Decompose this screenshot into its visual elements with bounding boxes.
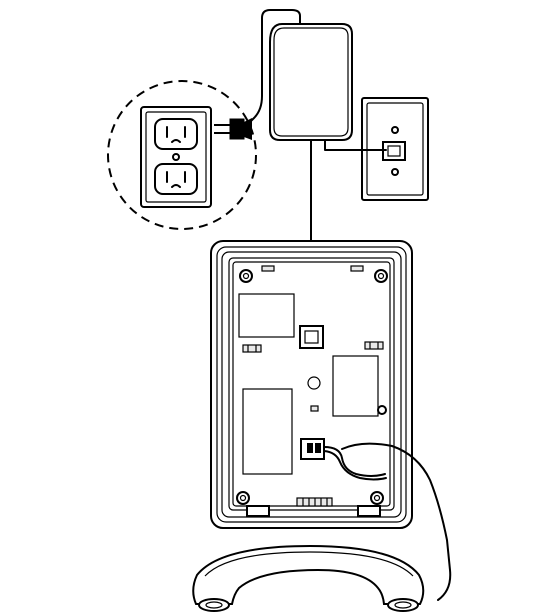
wall-outlet-callout: [107, 80, 257, 230]
wall-outlet: [140, 106, 212, 208]
ac-adapter: [269, 23, 353, 141]
power-plug: [214, 118, 252, 140]
adapter-power-cord: [247, 9, 301, 125]
telephone-line-to-wall: [324, 139, 387, 151]
telephone-base: [210, 240, 413, 529]
handset: [192, 544, 425, 612]
handset-cord-routing: [323, 442, 452, 601]
